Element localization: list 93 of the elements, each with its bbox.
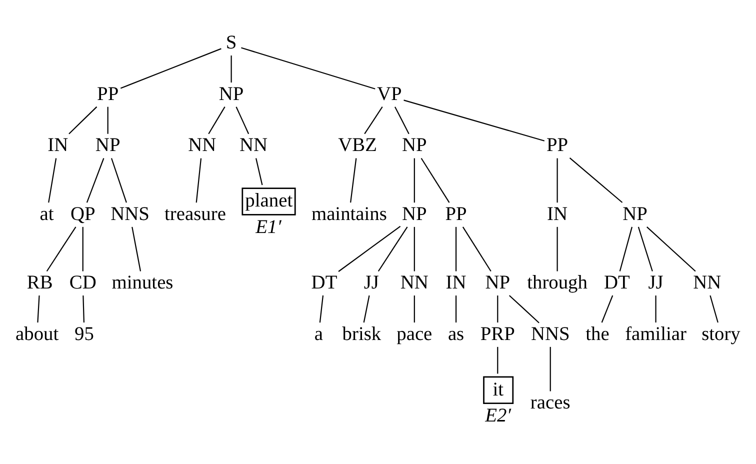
node-text: pace	[396, 324, 432, 345]
node-text: brisk	[342, 324, 382, 345]
node-text: JJ	[648, 272, 664, 294]
node-text: NNS	[530, 324, 570, 345]
node-text: at	[40, 204, 54, 225]
node-text: maintains	[311, 204, 387, 225]
connector	[420, 158, 450, 203]
connector	[378, 226, 408, 272]
node-text: minutes	[112, 272, 174, 294]
connector	[710, 295, 718, 323]
connector	[363, 295, 370, 323]
connector	[37, 295, 40, 323]
node-text: S	[226, 32, 237, 54]
node-text: IN	[446, 272, 466, 294]
node-text: QP	[70, 204, 96, 225]
node-label: E2′	[485, 406, 511, 427]
connector	[619, 226, 633, 272]
connector	[655, 296, 656, 323]
node-text: DT	[311, 272, 338, 294]
connector	[82, 226, 84, 272]
node-text: NP	[218, 84, 244, 105]
connector	[550, 346, 551, 392]
node-text: NP	[402, 135, 427, 156]
connector	[120, 48, 222, 89]
connector	[638, 226, 653, 272]
connector	[414, 296, 415, 323]
node-text: about	[16, 324, 59, 345]
connector	[338, 226, 401, 272]
connector	[404, 100, 545, 142]
node-text: NP	[622, 204, 648, 225]
connector	[107, 106, 108, 134]
node-text: CD	[69, 272, 96, 294]
connector	[208, 106, 226, 134]
node-text: NN	[239, 135, 268, 156]
node-text: PRP	[480, 324, 515, 345]
connector	[646, 226, 696, 272]
node-text: 95	[74, 324, 94, 345]
connector	[556, 226, 558, 272]
node-text: through	[527, 272, 588, 294]
connector	[497, 296, 498, 323]
connector	[394, 106, 410, 134]
node-text: story	[702, 324, 740, 345]
connector	[230, 56, 232, 83]
connector	[556, 158, 558, 203]
node-text: treasure	[164, 204, 226, 225]
connector	[414, 158, 415, 203]
connector	[236, 106, 250, 134]
connector	[82, 295, 84, 323]
node-text: familiar	[625, 324, 686, 345]
node-box: planet	[242, 188, 296, 216]
node-text: NN	[188, 135, 216, 156]
connector	[46, 226, 76, 272]
node-text: RB	[26, 272, 53, 294]
node-text: NP	[95, 135, 120, 156]
node-text: NNS	[110, 204, 150, 225]
node-label: E1′	[256, 216, 282, 238]
node-text: the	[586, 324, 610, 345]
node-text: races	[530, 392, 570, 414]
node-text: PP	[97, 84, 119, 105]
node-text: JJ	[364, 272, 379, 294]
node-text: a	[314, 324, 324, 345]
node-text: IN	[547, 204, 568, 225]
connector	[569, 158, 623, 203]
node-text: DT	[604, 272, 630, 294]
connector	[196, 158, 202, 203]
connector	[462, 226, 492, 272]
node-text: VP	[377, 84, 402, 105]
connector	[241, 47, 376, 90]
node-text: NP	[402, 204, 427, 225]
connector	[508, 295, 540, 324]
node-text: PP	[445, 204, 467, 225]
node-text: IN	[48, 135, 68, 156]
connector	[350, 158, 357, 203]
connector	[68, 106, 98, 134]
connector	[319, 295, 324, 323]
connector	[455, 226, 457, 272]
connector	[132, 226, 142, 272]
connector	[110, 158, 127, 203]
node-text: NN	[693, 272, 722, 294]
connector	[601, 295, 614, 323]
node-text: NP	[485, 272, 510, 294]
connector	[255, 158, 263, 186]
node-text: as	[448, 324, 464, 345]
connector	[48, 158, 57, 203]
connector	[364, 106, 383, 134]
node-box: it	[483, 376, 514, 404]
connector	[497, 346, 498, 374]
node-text: PP	[546, 135, 568, 156]
node-text: NN	[400, 272, 428, 294]
node-text: VBZ	[338, 135, 377, 156]
connector	[86, 158, 104, 203]
connector	[414, 226, 415, 272]
connector	[455, 296, 457, 323]
